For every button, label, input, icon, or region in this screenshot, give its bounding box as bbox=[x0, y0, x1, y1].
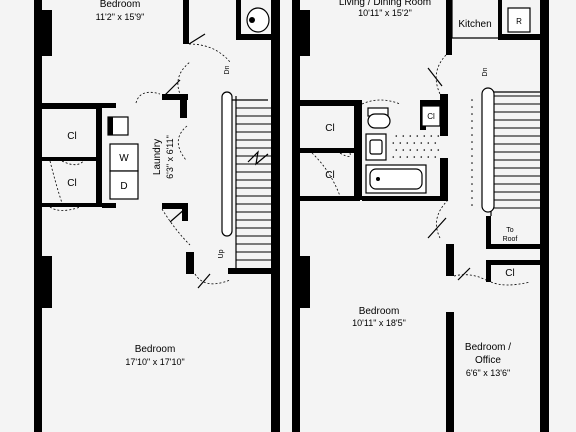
office-name-line2: Office bbox=[475, 355, 501, 366]
shower-dot bbox=[427, 156, 430, 158]
refrigerator-label: R bbox=[516, 17, 522, 26]
shower-dot bbox=[434, 142, 437, 144]
shower-dot bbox=[437, 149, 440, 151]
shower-dot bbox=[413, 156, 416, 158]
shower-dot bbox=[430, 135, 433, 137]
rail-dot bbox=[471, 155, 473, 157]
shower-dot bbox=[406, 156, 409, 158]
rail-dot bbox=[471, 127, 473, 129]
left-stairs bbox=[221, 91, 271, 268]
main-bedroom-dims: 17'10" x 17'10" bbox=[125, 357, 184, 367]
shower-dot bbox=[420, 142, 423, 144]
shower-dot bbox=[409, 135, 412, 137]
shower-dot bbox=[395, 135, 398, 137]
shower-dot bbox=[413, 142, 416, 144]
shower-dot bbox=[434, 156, 437, 158]
rail-dot bbox=[471, 99, 473, 101]
right-closet-label-3: Cl bbox=[427, 112, 435, 121]
rail-dot bbox=[471, 176, 473, 178]
laundry-sink-icon bbox=[107, 116, 129, 136]
bath-toilet-icon bbox=[367, 107, 391, 129]
bath-vanity-icon bbox=[365, 133, 387, 161]
shower-dot bbox=[399, 142, 402, 144]
shower-dot bbox=[420, 156, 423, 158]
shower-dot bbox=[416, 149, 419, 151]
shower-dot bbox=[399, 156, 402, 158]
rail-dot bbox=[471, 141, 473, 143]
right-closet-label-4: Cl bbox=[505, 268, 514, 279]
right-floor-walls bbox=[292, 0, 549, 432]
shower-dot bbox=[409, 149, 412, 151]
shower-dot bbox=[423, 135, 426, 137]
rail-dot bbox=[471, 183, 473, 185]
shower-dot bbox=[406, 142, 409, 144]
left-stairs-up-label: Up bbox=[218, 249, 225, 258]
washer-label: W bbox=[119, 153, 129, 164]
living-dining-dims: 10'11" x 15'2" bbox=[358, 8, 412, 18]
left-floor-doors bbox=[49, 33, 231, 289]
bathtub-icon bbox=[365, 164, 427, 194]
office-dims: 6'6" x 13'6" bbox=[466, 368, 510, 378]
toilet-icon bbox=[246, 7, 270, 33]
rail-dot bbox=[471, 169, 473, 171]
right-stairs-down-label: Dn bbox=[482, 67, 489, 76]
rail-dot bbox=[471, 190, 473, 192]
rail-dot bbox=[471, 120, 473, 122]
shower-dot bbox=[437, 135, 440, 137]
shower-dot bbox=[430, 149, 433, 151]
shower-dot bbox=[427, 142, 430, 144]
right-closet-label-2: Cl bbox=[325, 170, 334, 181]
dryer-label: D bbox=[120, 181, 127, 192]
left-stairs-down-label: Dn bbox=[224, 65, 231, 74]
shower-dot bbox=[402, 149, 405, 151]
right-floor-doors bbox=[311, 54, 531, 286]
rail-dot bbox=[471, 106, 473, 108]
right-stairs bbox=[471, 87, 540, 216]
kitchen-counter bbox=[451, 0, 531, 39]
office-name-line1: Bedroom / bbox=[465, 342, 511, 353]
dryer-icon bbox=[109, 170, 139, 200]
right-bedroom-name: Bedroom bbox=[359, 306, 400, 317]
shower-dot bbox=[395, 149, 398, 151]
rail-dot bbox=[471, 162, 473, 164]
shower-dot bbox=[392, 156, 395, 158]
top-bedroom-dims: 11'2" x 15'9" bbox=[96, 12, 145, 22]
top-bedroom-name: Bedroom bbox=[100, 0, 141, 10]
laundry-name: Laundry bbox=[152, 139, 163, 175]
laundry-dims: 6'3" x 6'11" bbox=[165, 135, 175, 179]
rail-dot bbox=[471, 134, 473, 136]
rail-dot bbox=[471, 197, 473, 199]
shower-dot bbox=[392, 142, 395, 144]
rail-dot bbox=[471, 148, 473, 150]
shower-dot bbox=[423, 149, 426, 151]
kitchen-label: Kitchen bbox=[458, 19, 491, 30]
shower-dot bbox=[402, 135, 405, 137]
rail-dot bbox=[471, 113, 473, 115]
shower-dot bbox=[416, 135, 419, 137]
rail-dot bbox=[471, 204, 473, 206]
closet-label-2: Cl bbox=[67, 178, 76, 189]
living-dining-name: Living / Dining Room bbox=[339, 0, 431, 8]
closet-label-1: Cl bbox=[67, 131, 76, 142]
shower-floor-pattern bbox=[392, 135, 440, 158]
right-bedroom-dims: 10'11" x 18'5" bbox=[352, 318, 406, 328]
main-bedroom-name: Bedroom bbox=[135, 344, 176, 355]
bath-closet bbox=[421, 105, 441, 127]
right-closet-label-1: Cl bbox=[325, 123, 334, 134]
left-floor-walls bbox=[34, 0, 280, 432]
